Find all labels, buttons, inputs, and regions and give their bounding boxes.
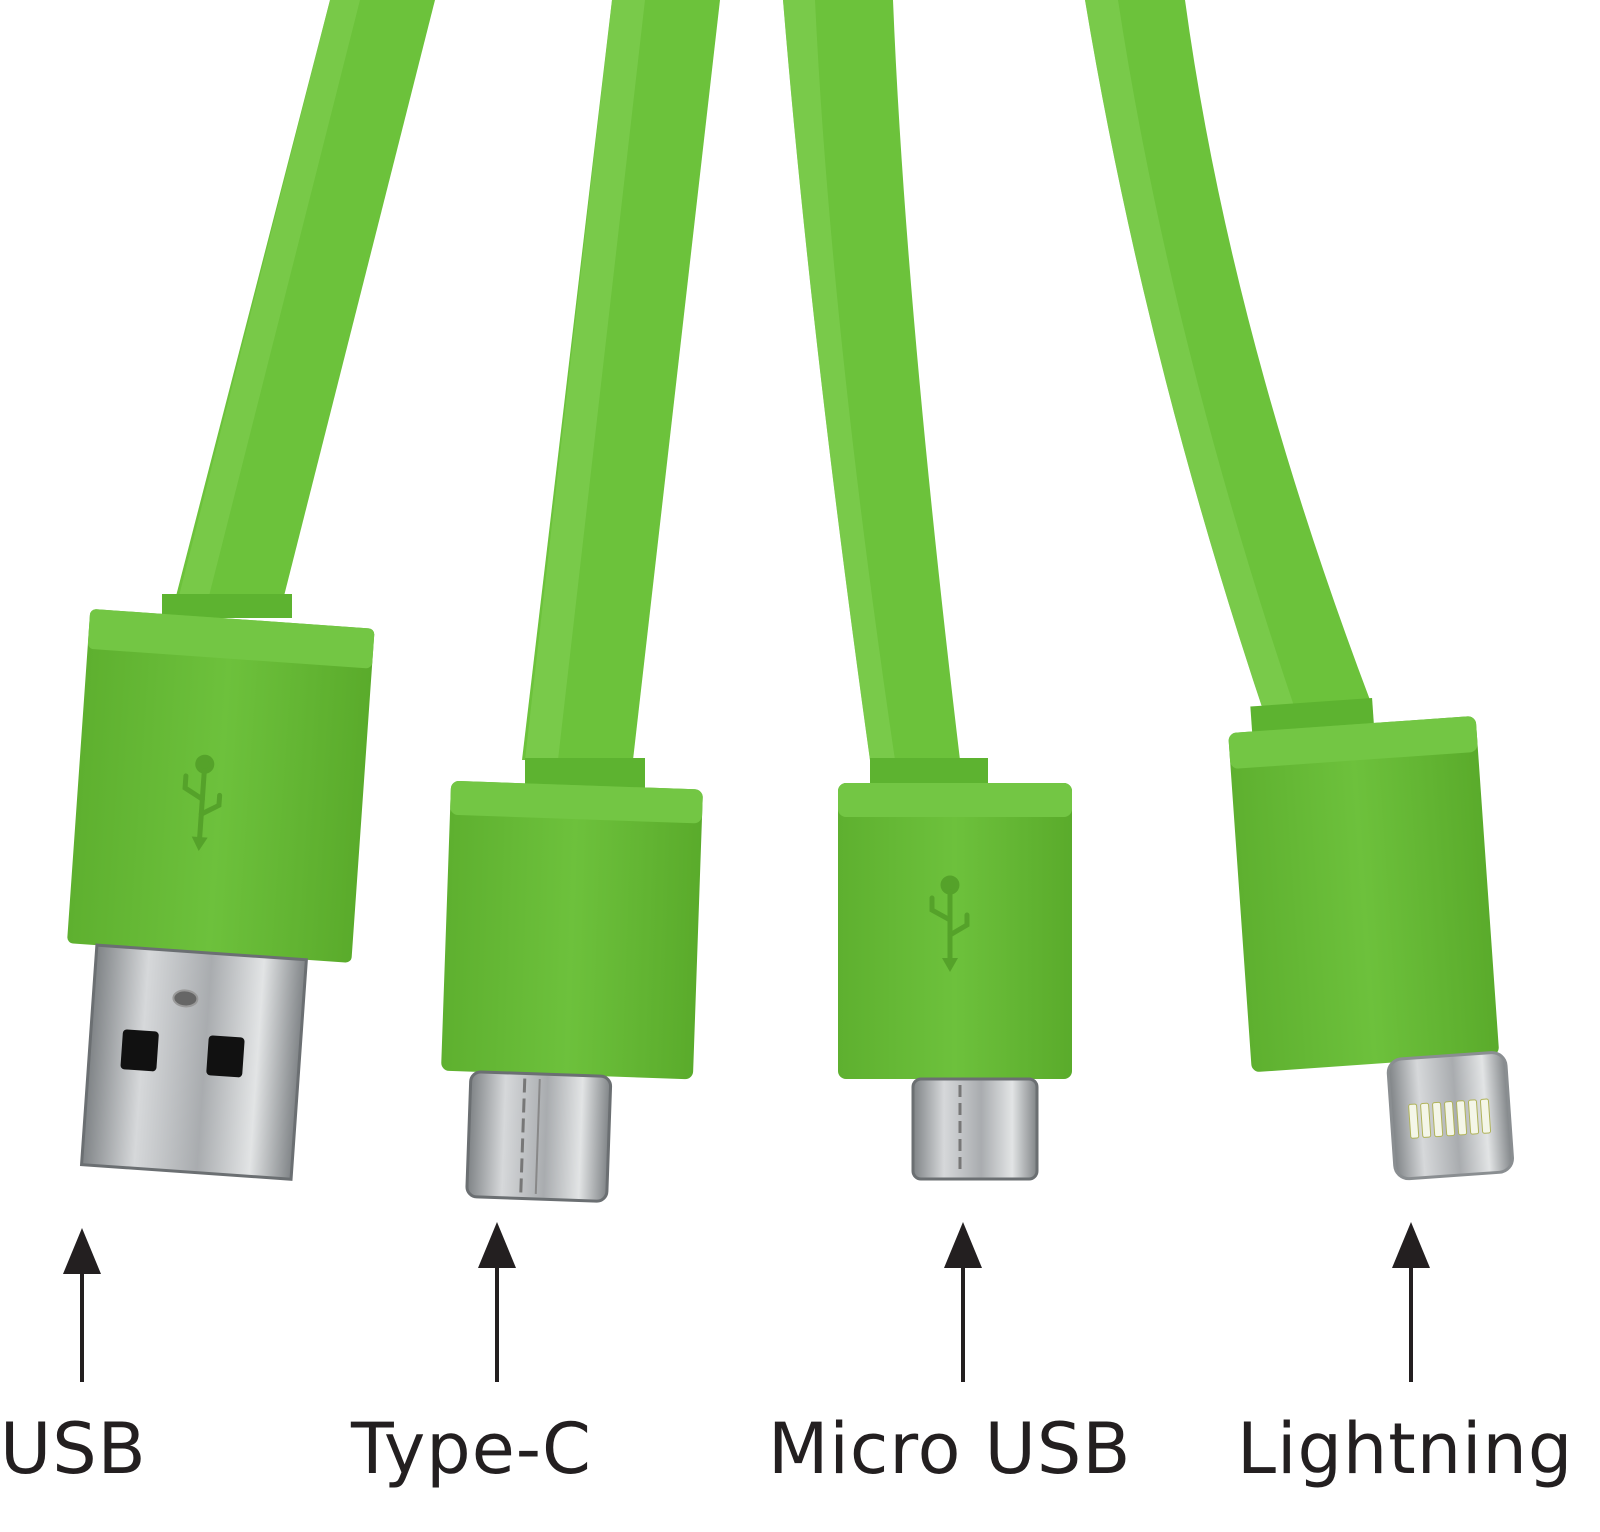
arrow-usb — [63, 1228, 101, 1382]
lightning-connector — [1228, 698, 1514, 1181]
cable-lightning — [1085, 0, 1370, 725]
arrow-micro-usb — [944, 1222, 982, 1382]
label-type-c: Type-C — [351, 1408, 592, 1490]
lightning-plug-icon — [1386, 1051, 1514, 1181]
label-lightning: Lightning — [1237, 1408, 1574, 1490]
usb-trident-icon — [182, 754, 223, 852]
arrow-lightning — [1392, 1222, 1430, 1382]
label-usb: USB — [0, 1408, 147, 1490]
cable-usb — [175, 0, 435, 600]
type-c-plug-icon — [465, 1070, 613, 1203]
usb-trident-icon — [929, 875, 970, 972]
micro-usb-connector — [838, 758, 1072, 1181]
cable-micro-usb — [783, 0, 960, 760]
arrow-type-c — [478, 1222, 516, 1382]
usb-connector — [67, 594, 375, 1181]
cable-type-c — [522, 0, 720, 760]
type-c-connector — [441, 758, 703, 1203]
label-micro-usb: Micro USB — [768, 1408, 1132, 1490]
